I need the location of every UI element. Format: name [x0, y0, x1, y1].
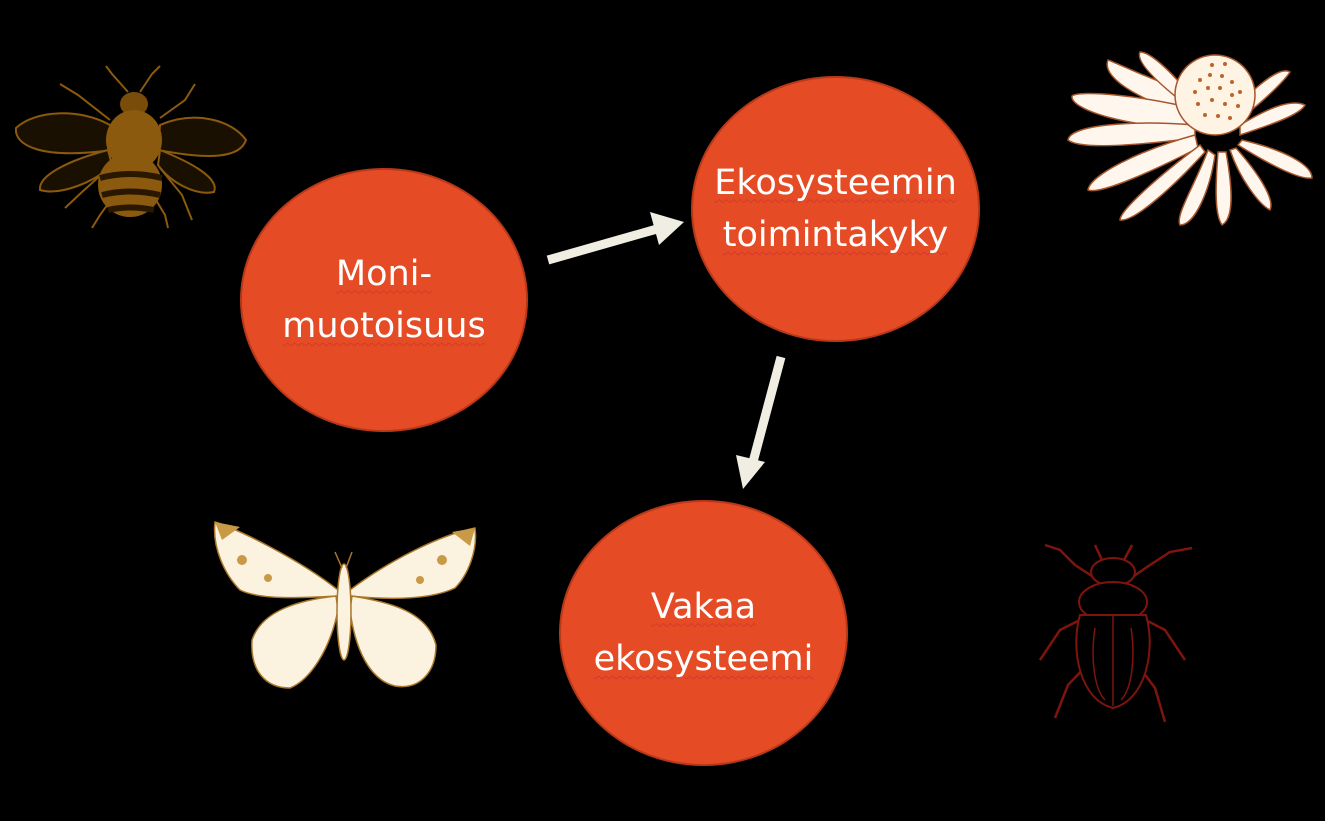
node-function-line-2: toimintakyky: [722, 215, 949, 255]
node-diversity: Moni- muotoisuus: [240, 168, 528, 432]
arrow-diversity-to-function: [546, 212, 684, 265]
node-function-line-1: Ekosysteemin: [714, 162, 957, 203]
node-stable-line-2: ekosysteemi: [593, 639, 814, 679]
node-stable-line-1: Vakaa: [650, 586, 757, 627]
node-stable-ecosystem: Vakaa ekosysteemi: [559, 500, 848, 766]
node-ecosystem-function: Ekosysteemin toimintakyky: [691, 76, 980, 342]
node-diversity-line-2: muotoisuus: [282, 306, 486, 346]
node-diversity-line-1: Moni-: [335, 253, 433, 294]
arrow-function-to-stable: [736, 355, 786, 489]
